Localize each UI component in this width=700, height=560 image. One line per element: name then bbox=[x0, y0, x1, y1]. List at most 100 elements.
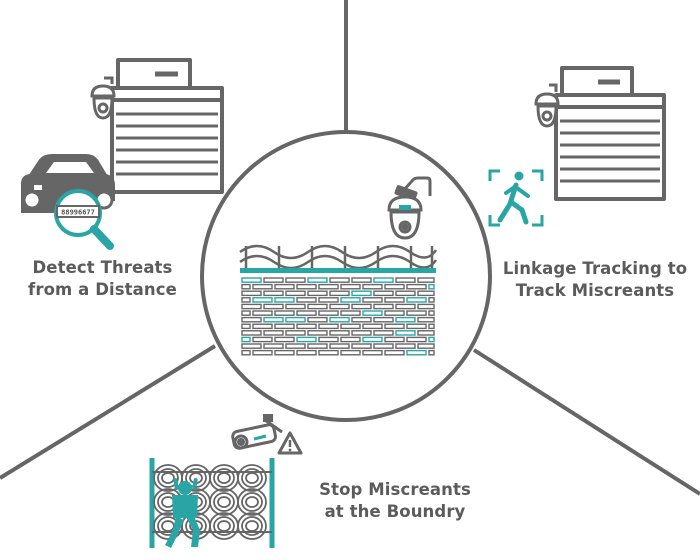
brick bbox=[417, 330, 435, 336]
wire-coil bbox=[245, 472, 259, 484]
brick bbox=[428, 323, 435, 330]
brick bbox=[241, 323, 251, 330]
linkage-tracking-caption: Linkage Tracking to Track Miscreants bbox=[490, 258, 700, 302]
brick bbox=[395, 290, 416, 297]
brick bbox=[252, 336, 273, 343]
wire-coil bbox=[217, 472, 231, 484]
brick bbox=[263, 316, 284, 323]
brick bbox=[274, 349, 295, 356]
brick bbox=[329, 330, 350, 336]
wire-coil bbox=[237, 488, 267, 516]
brick bbox=[241, 297, 251, 303]
brick bbox=[417, 290, 435, 297]
wire-coil bbox=[237, 512, 267, 540]
brick bbox=[362, 283, 383, 290]
wire-coil bbox=[245, 520, 259, 532]
brick bbox=[274, 323, 295, 330]
center-circle bbox=[200, 130, 492, 422]
brick bbox=[274, 336, 295, 343]
person-walking-icon bbox=[488, 169, 544, 227]
wire-coil bbox=[245, 496, 259, 508]
barbed-wire-icon bbox=[239, 244, 438, 270]
brick bbox=[373, 303, 394, 310]
person-climbing-icon bbox=[165, 478, 200, 548]
brick bbox=[307, 343, 328, 349]
building-icon bbox=[554, 66, 666, 201]
brick bbox=[252, 349, 273, 356]
caption-line-1: Stop Miscreants bbox=[319, 480, 471, 499]
brick bbox=[252, 297, 273, 303]
brick bbox=[340, 283, 361, 290]
brick bbox=[307, 316, 328, 323]
brick bbox=[340, 297, 361, 303]
brick bbox=[362, 349, 383, 356]
brick bbox=[329, 343, 350, 349]
stop-miscreants-caption: Stop Miscreants at the Boundry bbox=[305, 479, 485, 523]
brick bbox=[241, 336, 251, 343]
brick bbox=[252, 323, 273, 330]
brick bbox=[285, 316, 306, 323]
brick bbox=[285, 303, 306, 310]
brick bbox=[351, 290, 372, 297]
brick bbox=[285, 330, 306, 336]
brick bbox=[241, 349, 251, 356]
brick bbox=[351, 277, 372, 283]
brick bbox=[384, 310, 405, 316]
wire-coil bbox=[213, 492, 235, 512]
brick bbox=[241, 290, 262, 297]
detect-threats-caption: Detect Threats from a Distance bbox=[0, 257, 205, 301]
wire-coil bbox=[213, 516, 235, 536]
brick bbox=[340, 310, 361, 316]
bullet-camera-icon bbox=[231, 414, 283, 450]
brick bbox=[395, 303, 416, 310]
brick bbox=[373, 330, 394, 336]
brick bbox=[406, 336, 427, 343]
brick bbox=[373, 290, 394, 297]
caption-line-1: Detect Threats bbox=[32, 258, 173, 277]
brick bbox=[406, 310, 427, 316]
brick bbox=[296, 349, 317, 356]
caption-line-2: from a Distance bbox=[28, 280, 177, 299]
brick bbox=[384, 323, 405, 330]
brick bbox=[241, 343, 262, 349]
brick bbox=[384, 349, 405, 356]
dome-camera-icon bbox=[534, 83, 560, 128]
brick bbox=[241, 316, 262, 323]
brick bbox=[384, 336, 405, 343]
brick bbox=[285, 343, 306, 349]
brick bbox=[395, 343, 416, 349]
brick bbox=[406, 283, 427, 290]
brick bbox=[241, 303, 262, 310]
brick bbox=[307, 330, 328, 336]
warning-icon bbox=[277, 431, 303, 455]
brick bbox=[263, 290, 284, 297]
brick bbox=[241, 330, 262, 336]
wire-coil bbox=[161, 520, 175, 532]
caption-line-2: at the Boundry bbox=[324, 502, 466, 521]
brick bbox=[318, 283, 339, 290]
brick bbox=[406, 323, 427, 330]
brick bbox=[285, 277, 306, 283]
brick bbox=[329, 277, 350, 283]
brick bbox=[340, 323, 361, 330]
brick bbox=[263, 277, 284, 283]
brick bbox=[296, 336, 317, 343]
barbed-wire-fence-icon bbox=[149, 458, 275, 548]
magnifier-icon: 88996677 bbox=[54, 189, 114, 250]
brick bbox=[362, 323, 383, 330]
brick bbox=[296, 283, 317, 290]
brick bbox=[296, 297, 317, 303]
brick bbox=[428, 349, 435, 356]
brick bbox=[318, 310, 339, 316]
brick bbox=[274, 283, 295, 290]
brick bbox=[296, 310, 317, 316]
brick bbox=[428, 297, 435, 303]
brick bbox=[241, 277, 262, 283]
dome-camera-icon bbox=[387, 176, 432, 240]
brick bbox=[417, 316, 435, 323]
brick bbox=[351, 316, 372, 323]
brick bbox=[406, 297, 427, 303]
wire-coil bbox=[161, 472, 175, 484]
brick bbox=[263, 303, 284, 310]
